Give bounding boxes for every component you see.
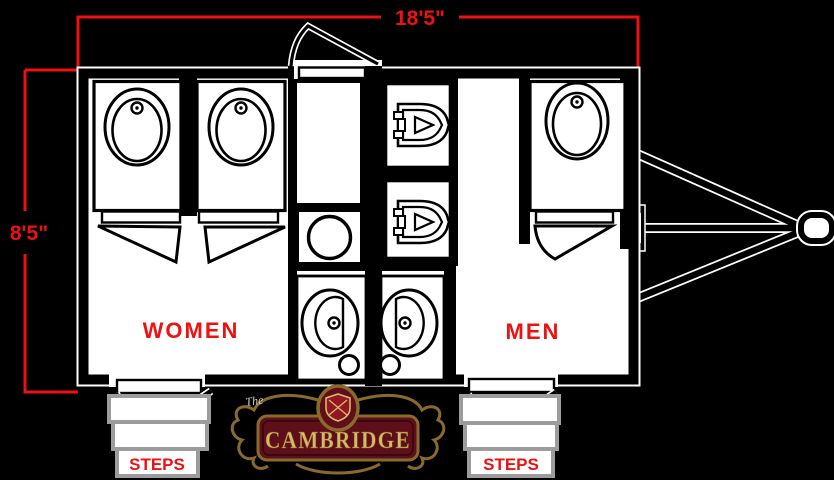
toilet-icon	[207, 87, 275, 167]
men-entry-door	[467, 377, 556, 394]
utility-basin-icon	[306, 214, 353, 261]
closet-compartment	[297, 83, 360, 203]
room-label-women: WOMEN	[143, 318, 240, 343]
men-urinal-area	[380, 74, 458, 266]
dimension-label-width: 8'5"	[10, 222, 48, 245]
stall-door-swing-1	[97, 224, 182, 265]
sink-icon	[379, 288, 439, 376]
logo-prefix: The	[244, 393, 264, 409]
center-dividing-wall	[365, 66, 382, 386]
stall-door-2	[197, 210, 280, 224]
hitch-tongue-icon	[624, 149, 803, 303]
steps-label: STEPS	[483, 455, 539, 474]
trailer-hitch	[623, 148, 834, 304]
stall-divider-wall	[179, 76, 197, 216]
closet-door	[297, 66, 367, 80]
women-entry: STEPS	[107, 371, 214, 478]
men-stall-door	[534, 210, 615, 224]
stall-door-1	[100, 210, 182, 224]
sink-icon	[300, 288, 360, 376]
dimension-lines: 18'5" 8'5"	[10, 7, 640, 394]
urinal-icon	[392, 199, 451, 245]
steps-label: STEPS	[129, 455, 185, 474]
men-stall	[519, 74, 632, 261]
steps-label-box	[115, 447, 200, 478]
step	[107, 394, 211, 424]
men-stall-door-swing	[533, 224, 618, 261]
step	[459, 394, 561, 425]
step	[463, 421, 559, 451]
logo-name: CAMBRIDGE	[265, 428, 411, 454]
steps-left: STEPS	[107, 394, 211, 478]
toilet-icon	[103, 87, 171, 167]
room-label-men: MEN	[506, 319, 561, 344]
step	[111, 420, 209, 451]
utility-closet	[287, 22, 382, 271]
logo-flourish-right	[357, 393, 446, 470]
steps-right: STEPS	[459, 394, 561, 478]
urinal-icon	[393, 102, 451, 148]
logo-flourish-left	[230, 393, 319, 470]
stall-door-swing-2	[203, 225, 286, 265]
women-stall-2	[195, 79, 287, 213]
sink-area	[288, 258, 456, 384]
steps-label-box	[467, 447, 555, 478]
logo-flourish-bottom	[295, 462, 381, 475]
dimension-line-length	[25, 15, 640, 72]
cambridge-logo: The CAMBRIDGE	[230, 384, 446, 475]
hitch-coupler-icon	[798, 212, 834, 244]
toilet-icon	[544, 81, 610, 161]
dimension-label-length: 18'5"	[395, 7, 445, 30]
dimension-line-width	[23, 70, 78, 394]
closet-door-swing	[289, 24, 379, 67]
women-entry-door	[115, 378, 203, 395]
women-stall-1	[92, 79, 183, 213]
men-entry: STEPS	[459, 371, 561, 478]
